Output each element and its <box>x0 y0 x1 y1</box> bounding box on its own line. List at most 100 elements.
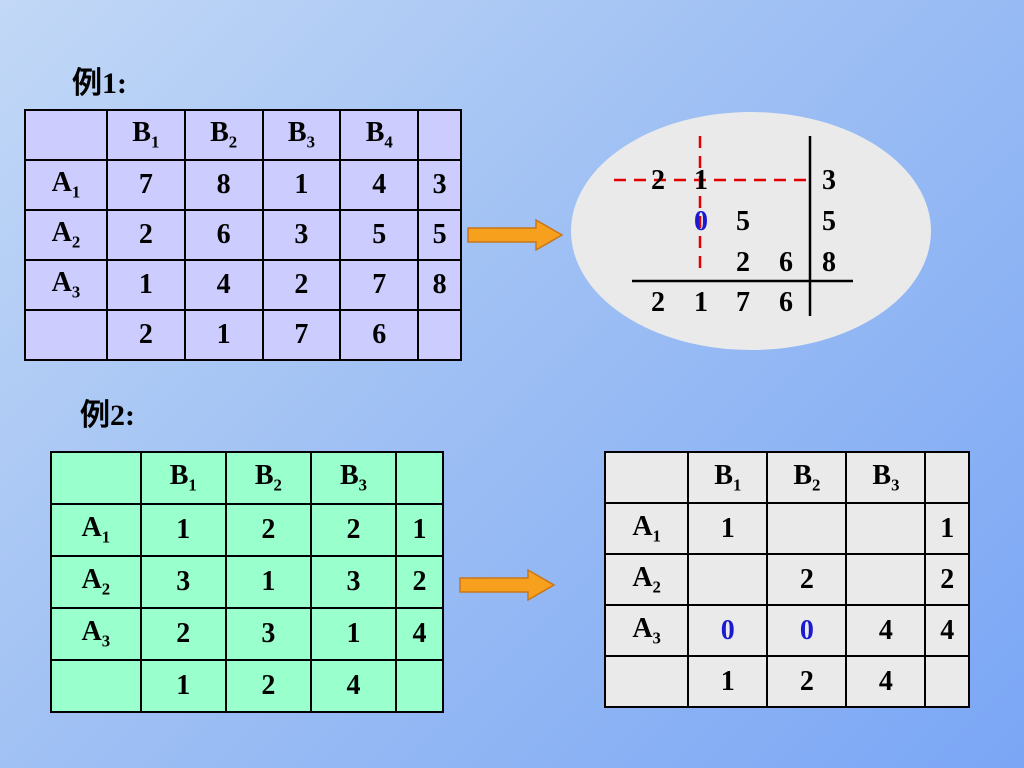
calc-cell: 8 <box>822 247 836 278</box>
footer-corner-cell <box>603 655 690 708</box>
table-cell: 1 <box>924 502 970 555</box>
row-header-a2: A2 <box>50 555 142 609</box>
table-cell-highlight: 0 <box>766 604 848 657</box>
row-header-a3: A3 <box>50 607 142 661</box>
example1-label: 例1: <box>72 67 127 100</box>
table-cell <box>845 502 927 555</box>
col-header-b2: B2 <box>224 451 312 505</box>
col-header-b2: B2 <box>766 451 848 504</box>
calc-cell: 5 <box>822 206 836 237</box>
corner-cell <box>50 451 142 505</box>
table-cell: 8 <box>417 259 462 311</box>
table-cell: 1 <box>395 503 444 557</box>
footer-empty-cell <box>395 659 444 713</box>
result2-table: B1 B2 B3 A1 1 1 A2 2 2 A3 0 0 4 4 1 2 4 <box>603 451 970 708</box>
calculation-ellipse <box>571 112 931 350</box>
table-row: A3 0 0 4 4 <box>603 604 970 657</box>
table-row: A1 1 2 2 1 <box>50 503 444 557</box>
row-header-a1: A1 <box>24 159 108 211</box>
table-cell: 2 <box>139 607 227 661</box>
table-cell: 6 <box>183 209 264 261</box>
table-cell: 5 <box>339 209 420 261</box>
table-cell: 1 <box>139 503 227 557</box>
table-cell: 7 <box>105 159 186 211</box>
footer-corner-cell <box>24 309 108 361</box>
table-row: B1 B2 B3 <box>603 451 970 504</box>
footer-cell: 7 <box>261 309 342 361</box>
table-cell: 2 <box>261 259 342 311</box>
table-cell: 2 <box>309 503 398 557</box>
calc-cell: 2 <box>736 247 750 278</box>
calc-cell: 1 <box>694 165 708 196</box>
row-header-a2: A2 <box>603 553 690 606</box>
calc-cell: 2 <box>651 287 665 318</box>
table-cell: 2 <box>105 209 186 261</box>
table-row: B1 B2 B3 <box>50 451 444 505</box>
right-arrow-icon <box>467 218 564 252</box>
col-header-b3: B3 <box>845 451 927 504</box>
table-cell: 4 <box>395 607 444 661</box>
table-cell: 3 <box>224 607 312 661</box>
calc-cell: 3 <box>822 165 836 196</box>
col-header-b4: B4 <box>339 109 420 161</box>
table-cell: 8 <box>183 159 264 211</box>
table-cell: 2 <box>224 503 312 557</box>
footer-cell: 1 <box>687 655 769 708</box>
row-header-a3: A3 <box>603 604 690 657</box>
table-row: A2 2 2 <box>603 553 970 606</box>
table-row: A1 7 8 1 4 3 <box>24 159 462 211</box>
table-cell: 3 <box>261 209 342 261</box>
table-cell: 7 <box>339 259 420 311</box>
row-header-a3: A3 <box>24 259 108 311</box>
table-cell: 1 <box>687 502 769 555</box>
row-header-a1: A1 <box>50 503 142 557</box>
table-row: A2 3 1 3 2 <box>50 555 444 609</box>
table-cell: 1 <box>309 607 398 661</box>
table-cell: 5 <box>417 209 462 261</box>
table-cell: 4 <box>924 604 970 657</box>
table-row: A3 1 4 2 7 8 <box>24 259 462 311</box>
table-row: A2 2 6 3 5 5 <box>24 209 462 261</box>
calc-cell: 5 <box>736 206 750 237</box>
footer-empty-cell <box>417 309 462 361</box>
col-header-empty <box>395 451 444 505</box>
table-cell: 4 <box>183 259 264 311</box>
right-arrow-icon <box>459 568 556 602</box>
footer-cell: 6 <box>339 309 420 361</box>
col-header-b1: B1 <box>105 109 186 161</box>
footer-cell: 1 <box>139 659 227 713</box>
footer-cell: 4 <box>845 655 927 708</box>
table-row: 2 1 7 6 <box>24 309 462 361</box>
table-cell: 2 <box>395 555 444 609</box>
table-row: 1 2 4 <box>603 655 970 708</box>
footer-corner-cell <box>50 659 142 713</box>
table-cell: 1 <box>261 159 342 211</box>
table-cell: 3 <box>309 555 398 609</box>
footer-cell: 2 <box>224 659 312 713</box>
table-cell: 1 <box>224 555 312 609</box>
footer-cell: 2 <box>766 655 848 708</box>
col-header-b3: B3 <box>309 451 398 505</box>
col-header-b2: B2 <box>183 109 264 161</box>
footer-cell: 4 <box>309 659 398 713</box>
col-header-b1: B1 <box>687 451 769 504</box>
table-cell-highlight: 0 <box>687 604 769 657</box>
calc-cell: 6 <box>779 287 793 318</box>
corner-cell <box>24 109 108 161</box>
col-header-empty <box>924 451 970 504</box>
footer-cell: 2 <box>105 309 186 361</box>
table-cell: 4 <box>845 604 927 657</box>
calc-cell-highlight: 0 <box>694 206 708 237</box>
table-row: A3 2 3 1 4 <box>50 607 444 661</box>
col-header-empty <box>417 109 462 161</box>
col-header-b3: B3 <box>261 109 342 161</box>
table-cell <box>766 502 848 555</box>
table-cell: 2 <box>766 553 848 606</box>
row-header-a2: A2 <box>24 209 108 261</box>
calc-cell: 2 <box>651 165 665 196</box>
corner-cell <box>603 451 690 504</box>
table-cell: 3 <box>417 159 462 211</box>
calc-cell: 1 <box>694 287 708 318</box>
calc-cell: 6 <box>779 247 793 278</box>
